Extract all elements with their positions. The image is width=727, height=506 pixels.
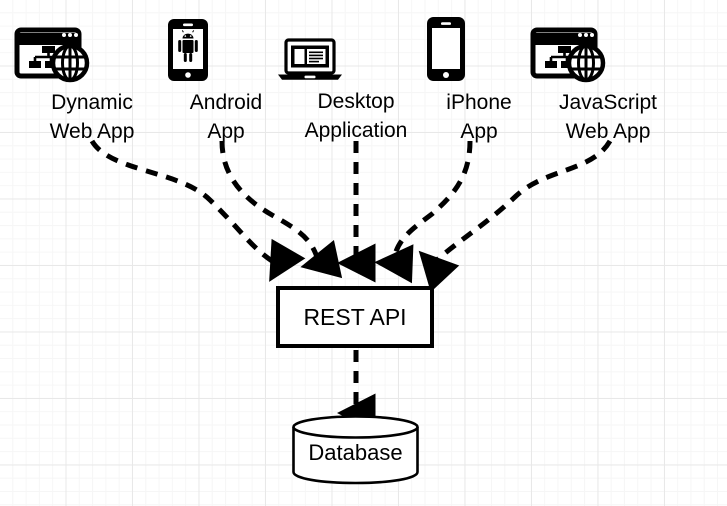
android-phone-icon xyxy=(166,17,286,88)
connector-android-app xyxy=(219,140,343,279)
node-iphone-app[interactable]: iPhone App xyxy=(424,15,534,146)
laptop-icon xyxy=(276,38,436,87)
browser-globe-icon xyxy=(530,27,686,88)
node-dynamic-web-app[interactable]: Dynamic Web App xyxy=(14,27,170,146)
node-javascript-web-app[interactable]: JavaScript Web App xyxy=(530,27,686,146)
node-label-rest-api: REST API xyxy=(303,303,407,330)
node-label-dynamic-web-app: Dynamic Web App xyxy=(49,91,135,143)
connector-javascript-web-app xyxy=(418,139,613,293)
node-label-database: Database xyxy=(308,439,403,465)
browser-globe-icon xyxy=(14,27,170,88)
connector-iphone-app xyxy=(374,140,473,284)
iphone-icon xyxy=(424,15,534,88)
node-desktop-application[interactable]: Desktop Application xyxy=(276,38,436,145)
node-label-javascript-web-app: JavaScript Web App xyxy=(558,91,658,143)
node-label-desktop-application: Desktop Application xyxy=(304,90,408,142)
node-label-iphone-app: iPhone App xyxy=(446,91,512,143)
database-cylinder-icon xyxy=(292,415,419,485)
node-android-app[interactable]: Android App xyxy=(166,17,286,146)
node-database[interactable]: Database xyxy=(291,414,420,485)
node-label-android-app: Android App xyxy=(189,91,263,143)
connector-dynamic-web-app xyxy=(89,139,306,282)
node-rest-api[interactable]: REST API xyxy=(276,286,434,348)
